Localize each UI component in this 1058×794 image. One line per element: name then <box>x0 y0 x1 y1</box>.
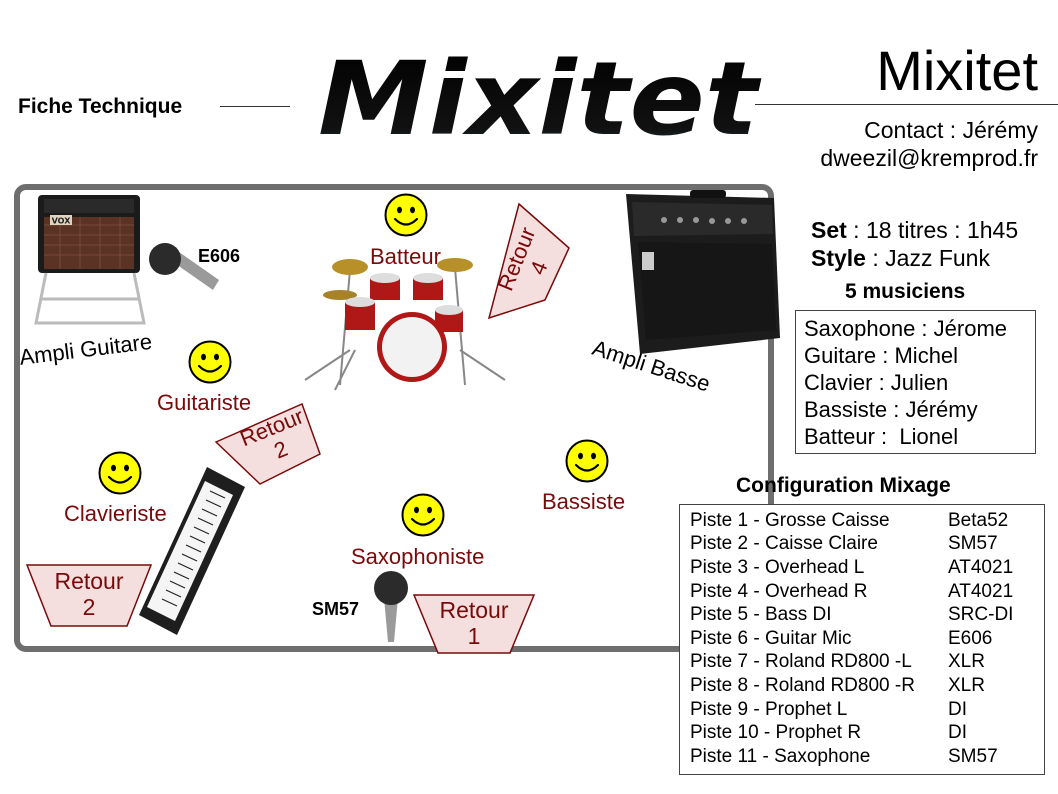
set-line: Set : 18 titres : 1h45 <box>811 216 1018 244</box>
retour-2-upper-wedge: Retour 2 <box>214 402 321 485</box>
batteur-label: Batteur <box>370 244 441 269</box>
contact-email[interactable]: dweezil@kremprod.fr <box>820 145 1038 171</box>
track-name-cell: Piste 4 - Overhead R <box>690 580 868 602</box>
mic-cell: SRC-DI <box>948 604 1014 626</box>
saxophoniste-label: Saxophoniste <box>351 544 485 569</box>
track-name-cell: Piste 3 - Overhead L <box>690 556 865 578</box>
list-item: Guitare : Michel <box>804 343 959 368</box>
fiche-technique-title: Fiche Technique <box>18 95 183 118</box>
mic-cell: AT4021 <box>948 580 1014 602</box>
microphone-sm57-icon <box>374 571 408 642</box>
track-name-cell: Piste 6 - Guitar Mic <box>690 627 852 649</box>
guitariste-label: Guitariste <box>157 390 252 415</box>
track-name-cell: Piste 8 - Roland RD800 -R <box>690 674 915 696</box>
table-row: Piste 3 - Overhead L AT4021 <box>690 556 1013 580</box>
mixitet-logo: Mixitet <box>318 52 762 152</box>
bassiste-label: Bassiste <box>542 489 626 514</box>
mic-cell: Beta52 <box>948 509 1009 531</box>
list-item: Saxophone : Jérome <box>804 316 1008 341</box>
style-label: Style <box>811 245 866 271</box>
mic-cell: XLR <box>948 651 985 673</box>
table-row: Piste 7 - Roland RD800 -L XLR <box>690 651 1013 675</box>
track-name-cell: Piste 5 - Bass DI <box>690 604 832 626</box>
set-label: Set <box>811 217 847 243</box>
musicians-title: 5 musiciens <box>845 280 966 303</box>
keyboard-icon <box>139 467 245 635</box>
mic-cell: DI <box>948 722 967 744</box>
bassiste-smiley-icon <box>565 439 609 483</box>
contact-block: Contact : Jérémy dweezil@kremprod.fr <box>820 116 1038 172</box>
table-row: Piste 10 - Prophet R DI <box>690 721 1013 745</box>
track-name-cell: Piste 1 - Grosse Caisse <box>690 509 890 531</box>
guitariste-smiley-icon <box>188 340 232 384</box>
mic-cell: DI <box>948 698 967 720</box>
batteur-smiley-icon <box>384 193 428 237</box>
mic-cell: XLR <box>948 674 985 696</box>
stage-area <box>14 184 774 652</box>
set-value: : 18 titres : 1h45 <box>846 217 1019 243</box>
mic-cell: SM57 <box>948 533 998 555</box>
mic-cell: AT4021 <box>948 556 1014 578</box>
bass-amp-icon <box>626 190 780 354</box>
drum-kit-icon <box>304 258 506 391</box>
musicians-list: Saxophone : Jérome Guitare : Michel Clav… <box>795 310 1036 454</box>
mix-config-title: Configuration Mixage <box>736 474 951 497</box>
mic-e606-label: E606 <box>198 246 241 266</box>
track-name-cell: Piste 2 - Caisse Claire <box>690 533 878 555</box>
retour-4-wedge: Retour 4 <box>487 202 570 320</box>
vox-badge: VOX <box>52 217 72 226</box>
set-info: Set : 18 titres : 1h45 Style : Jazz Funk <box>811 216 1018 272</box>
table-row: Piste 6 - Guitar Mic E606 <box>690 627 1013 651</box>
divider-line-left <box>220 106 290 107</box>
clavieriste-label: Clavieriste <box>64 501 167 526</box>
mic-sm57-label: SM57 <box>312 599 360 619</box>
mic-cell: SM57 <box>948 745 998 767</box>
mic-cell: E606 <box>948 627 993 649</box>
logo-text: Mixitet <box>318 52 762 152</box>
contact-name: Contact : Jérémy <box>864 117 1038 143</box>
table-row: Piste 4 - Overhead R AT4021 <box>690 580 1013 604</box>
table-row: Piste 8 - Roland RD800 -R XLR <box>690 674 1013 698</box>
retour-1-word: Retour <box>439 597 508 623</box>
table-row: Piste 11 - Saxophone SM57 <box>690 745 1013 769</box>
divider-line-right <box>755 104 1058 105</box>
retour-2-lower-wedge: Retour 2 <box>25 564 153 627</box>
track-name-cell: Piste 10 - Prophet R <box>690 722 862 744</box>
list-item: Batteur : Lionel <box>804 424 959 449</box>
retour-2-lower-word: Retour <box>54 568 123 594</box>
table-row: Piste 5 - Bass DI SRC-DI <box>690 603 1013 627</box>
microphone-icon <box>149 243 219 290</box>
style-line: Style : Jazz Funk <box>811 244 1018 272</box>
track-name-cell: Piste 7 - Roland RD800 -L <box>690 651 912 673</box>
style-value: : Jazz Funk <box>865 245 990 271</box>
list-item: Clavier : Julien <box>804 370 949 395</box>
track-name-cell: Piste 9 - Prophet L <box>690 698 848 720</box>
band-name: Mixitet <box>876 39 1038 102</box>
table-row: Piste 9 - Prophet L DI <box>690 698 1013 722</box>
guitar-amp-icon: VOX <box>34 195 146 325</box>
saxophoniste-smiley-icon <box>401 493 445 537</box>
table-row: Piste 1 - Grosse Caisse Beta52 <box>690 509 1013 533</box>
retour-2-lower-number: 2 <box>83 594 96 620</box>
retour-1-wedge: Retour 1 <box>412 594 536 654</box>
retour-1-number: 1 <box>468 623 481 649</box>
track-name-cell: Piste 11 - Saxophone <box>690 745 871 767</box>
table-row: Piste 2 - Caisse Claire SM57 <box>690 533 1013 557</box>
list-item: Bassiste : Jérémy <box>804 397 978 422</box>
